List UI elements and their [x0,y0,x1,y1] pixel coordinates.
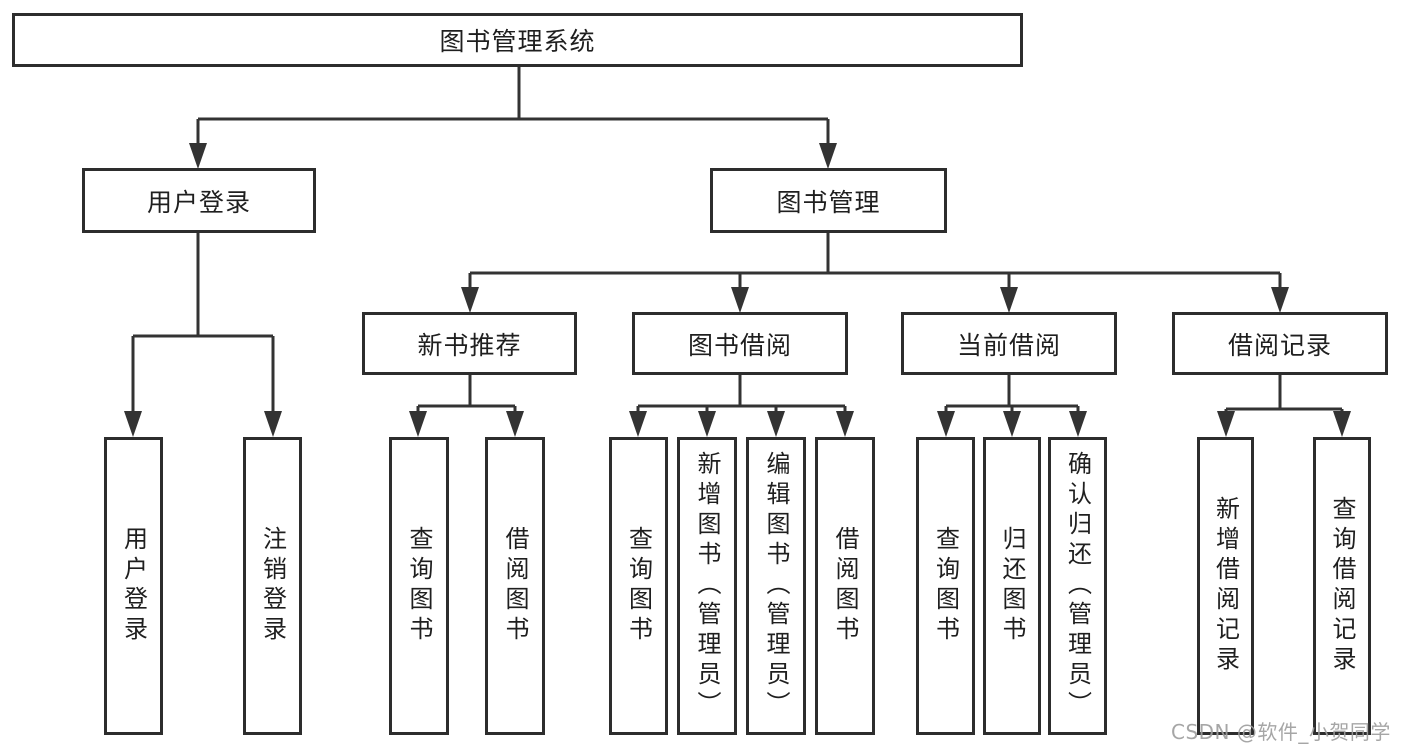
node-label: 用户登录 [146,187,251,217]
node-book-management: 图书管理 [710,168,947,233]
leaf-label: 查询图书 [405,526,433,646]
leaf-nbr-borrow-books: 借阅图书 [485,437,545,735]
node-root-label: 图书管理系统 [439,27,596,56]
leaf-bb-borrow-books: 借阅图书 [815,437,875,735]
leaf-cb-query-books: 查询图书 [916,437,975,735]
leaf-label: 用户登录 [119,526,148,646]
leaf-label: 查询借阅记录 [1328,496,1356,676]
leaf-br-add-borrow-record: 新增借阅记录 [1197,437,1254,735]
node-label: 新书推荐 [417,330,522,360]
leaf-label: 新增借阅记录 [1211,496,1240,676]
node-borrowing-records: 借阅记录 [1172,312,1388,375]
node-user-login-branch: 用户登录 [82,168,316,233]
leaf-label: 注销登录 [258,526,287,646]
leaf-label: 借阅图书 [831,526,859,646]
leaf-cb-confirm-return-admin: 确认归还（管理员） [1048,437,1107,735]
leaf-bb-add-book-admin: 新增图书（管理员） [677,437,737,735]
node-label: 图书借阅 [687,330,792,360]
node-new-book-recommend: 新书推荐 [362,312,577,375]
leaf-cb-return-books: 归还图书 [983,437,1041,735]
leaf-label: 归还图书 [998,526,1026,646]
node-current-borrowing: 当前借阅 [901,312,1117,375]
watermark: CSDN @软件_小贺同学 [1171,720,1391,744]
node-root: 图书管理系统 [12,13,1023,67]
leaf-label: 编辑图书（管理员） [762,451,790,721]
node-label: 借阅记录 [1227,330,1332,360]
leaf-label: 借阅图书 [501,526,529,646]
leaf-nbr-query-books: 查询图书 [389,437,449,735]
arrowheads [124,143,1351,437]
leaf-label: 查询图书 [931,526,960,646]
leaf-user-login: 用户登录 [104,437,163,735]
leaf-label: 查询图书 [624,526,653,646]
leaf-label: 确认归还（管理员） [1063,451,1092,721]
leaf-bb-query-books: 查询图书 [609,437,668,735]
leaf-bb-edit-book-admin: 编辑图书（管理员） [746,437,806,735]
leaf-br-query-borrow-record: 查询借阅记录 [1313,437,1371,735]
node-label: 当前借阅 [956,330,1061,360]
leaf-label: 新增图书（管理员） [693,451,721,721]
node-book-borrowing: 图书借阅 [632,312,848,375]
leaf-logout: 注销登录 [243,437,302,735]
node-label: 图书管理 [776,187,881,217]
